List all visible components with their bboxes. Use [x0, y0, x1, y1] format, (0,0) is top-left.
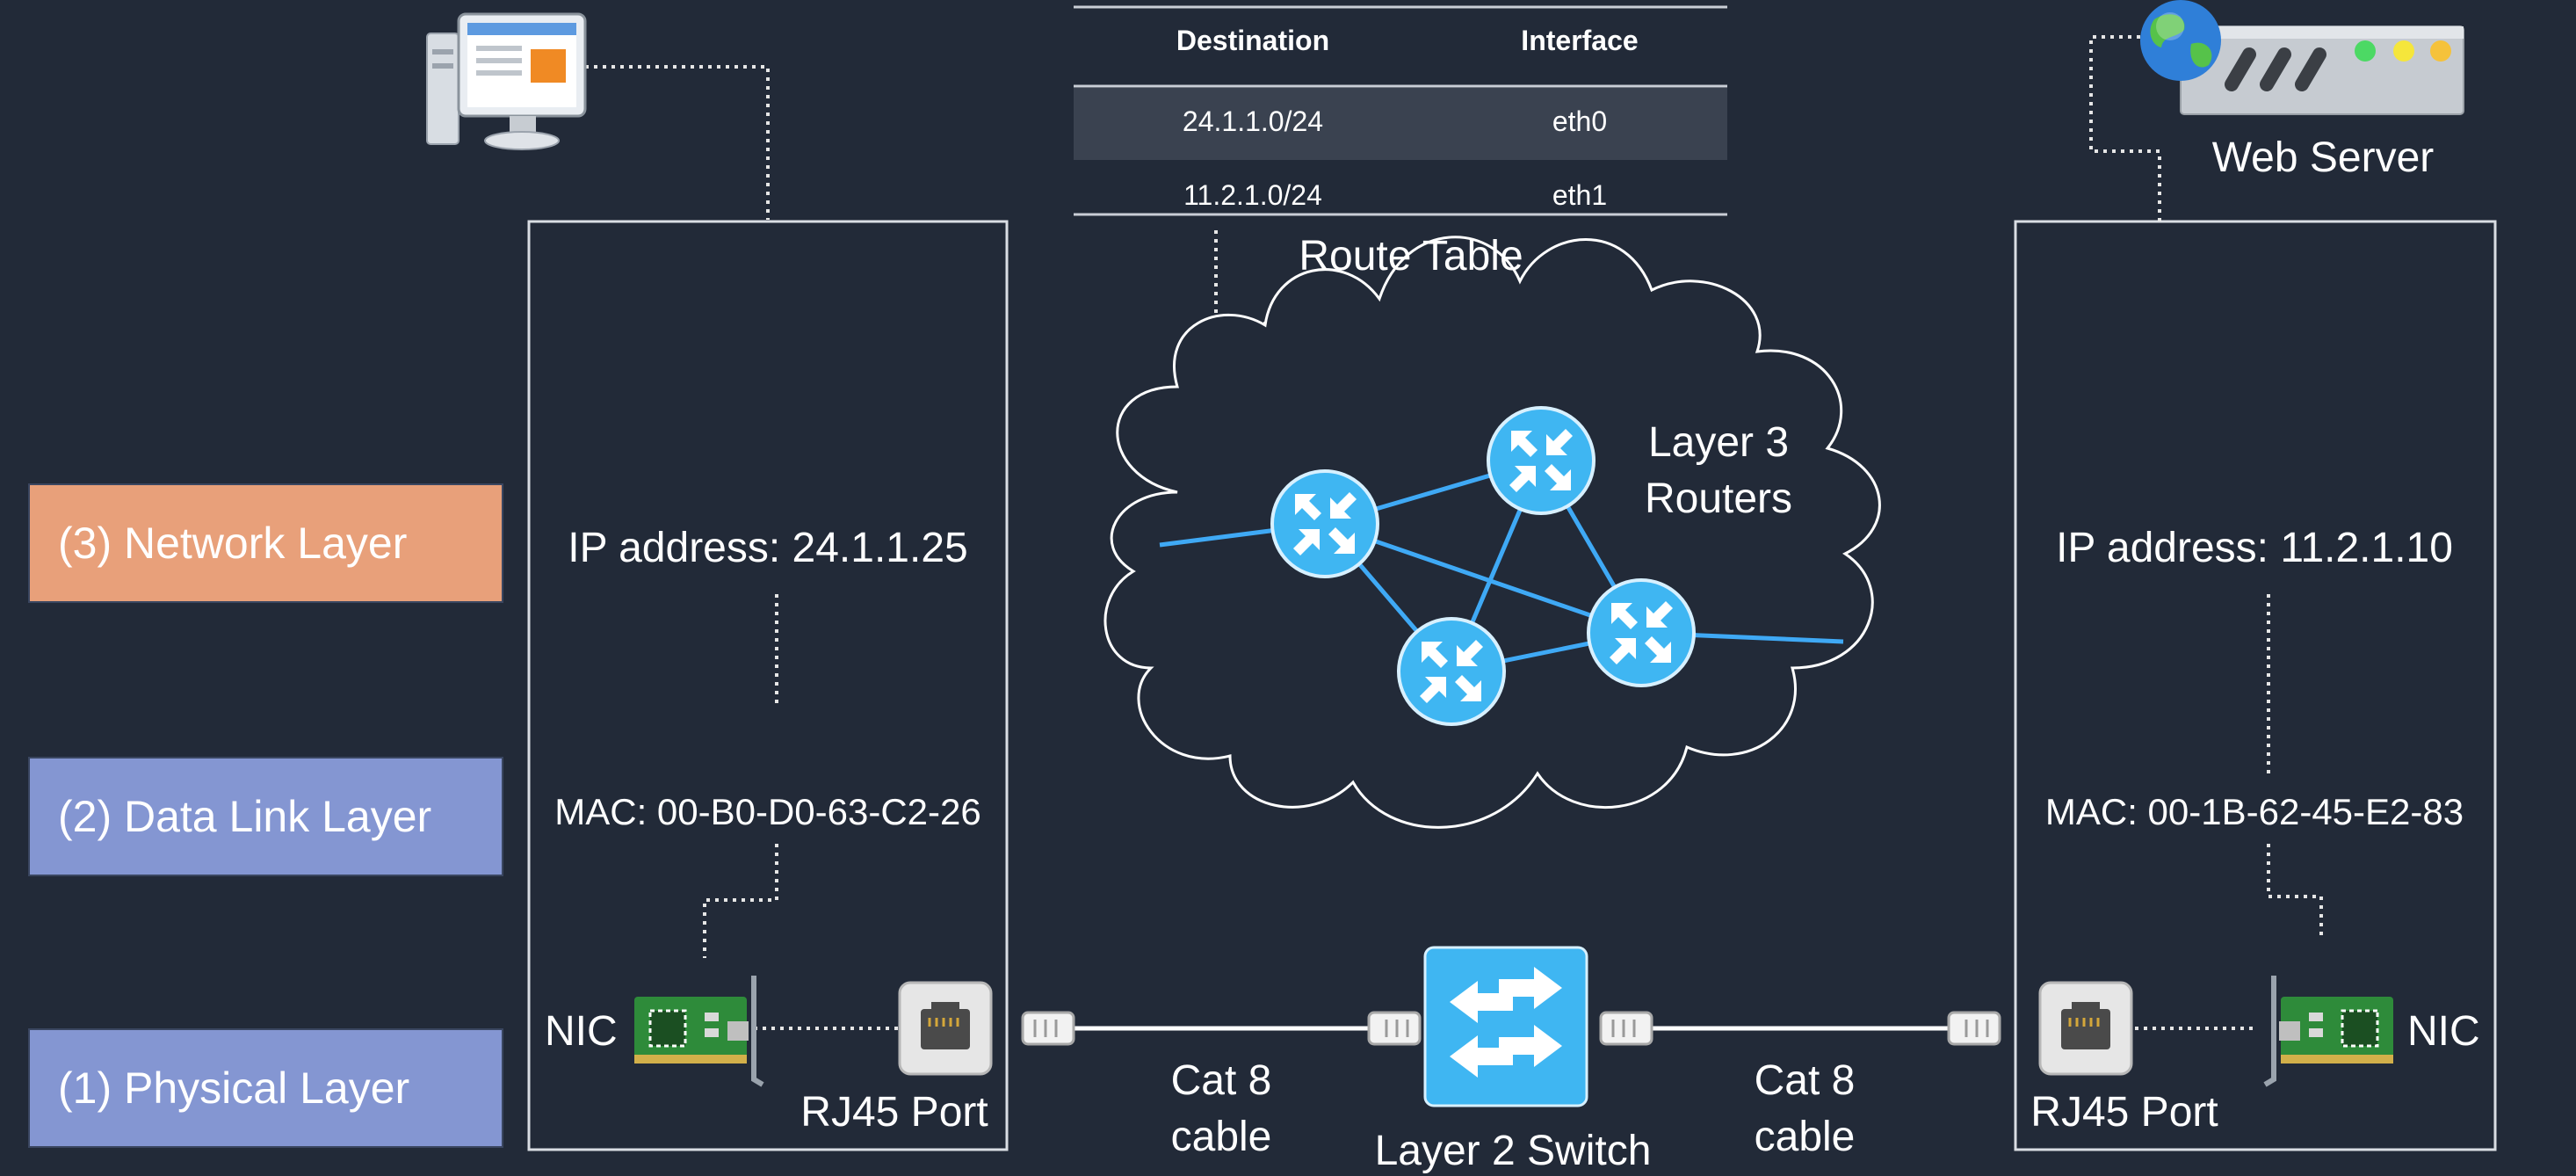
- router-icon: [1270, 469, 1379, 578]
- server-connector-line: [2089, 35, 2167, 221]
- left-host-frame: [527, 220, 1009, 1151]
- router-icon: [1587, 578, 1696, 687]
- router-icon: [1397, 617, 1506, 726]
- left-rj45-label: RJ45 Port: [800, 1089, 988, 1136]
- pc-connector-line: [585, 65, 770, 220]
- route-table-row-highlight: [1074, 88, 1727, 160]
- cable-right-label-line1: Cat 8: [1754, 1057, 1856, 1104]
- route-table-header-interface: Interface: [1521, 25, 1639, 56]
- data-link-layer-box: (2) Data Link Layer: [28, 757, 503, 876]
- data-link-layer-label: (2) Data Link Layer: [58, 792, 432, 841]
- cable-connector-icon: [1021, 1011, 1075, 1046]
- route-table-caption: Route Table: [1299, 233, 1523, 279]
- globe-icon: [2140, 0, 2221, 81]
- cable-connector-icon: [1947, 1011, 2001, 1046]
- cable-right-label-line2: cable: [1754, 1114, 1856, 1160]
- nic-card-icon: [2265, 976, 2393, 1085]
- web-server-title: Web Server: [2211, 134, 2435, 181]
- left-nic-label: NIC: [545, 1008, 618, 1055]
- cable-left: [1021, 1011, 1422, 1046]
- right-mac-nic-connector: [2267, 844, 2323, 937]
- left-mac-nic-connector: [703, 844, 778, 958]
- route-table-cell: eth1: [1552, 179, 1608, 211]
- rj45-port-icon: [2038, 981, 2133, 1076]
- cloud-icon: [1103, 236, 1881, 829]
- switch-label: Layer 2 Switch: [1374, 1128, 1652, 1174]
- nic-card-icon: [634, 976, 763, 1085]
- cable-left-label-line1: Cat 8: [1170, 1057, 1272, 1104]
- left-ip-address: IP address: 24.1.1.25: [568, 525, 968, 571]
- cable-right: [1599, 1011, 2001, 1046]
- right-rj45-label: RJ45 Port: [2030, 1089, 2218, 1136]
- route-table-header-destination: Destination: [1176, 25, 1330, 56]
- route-table-cell: 24.1.1.0/24: [1182, 105, 1324, 137]
- route-table-cell: eth0: [1552, 105, 1608, 137]
- cable-connector-icon: [1599, 1011, 1653, 1046]
- route-table-cell: 11.2.1.0/24: [1183, 179, 1322, 211]
- right-nic-label: NIC: [2407, 1008, 2480, 1055]
- network-layer-label: (3) Network Layer: [58, 519, 408, 568]
- cable-connector-icon: [1367, 1011, 1422, 1046]
- physical-layer-label: (1) Physical Layer: [58, 1063, 410, 1113]
- router-icon: [1487, 406, 1596, 515]
- desktop-computer-icon: [426, 12, 587, 150]
- cloud-label-line2: Routers: [1644, 475, 1793, 522]
- web-server-icon: [2180, 25, 2464, 115]
- network-layer-box: (3) Network Layer: [28, 483, 503, 603]
- route-table: [1074, 5, 1727, 216]
- physical-layer-box: (1) Physical Layer: [28, 1028, 503, 1148]
- right-mac-address: MAC: 00-1B-62-45-E2-83: [2044, 791, 2464, 832]
- cable-left-label-line2: cable: [1170, 1114, 1272, 1160]
- left-mac-address: MAC: 00-B0-D0-63-C2-26: [554, 791, 981, 832]
- rj45-port-icon: [898, 981, 993, 1076]
- right-ip-address: IP address: 11.2.1.10: [2056, 525, 2453, 571]
- cloud-label-line1: Layer 3: [1647, 419, 1790, 466]
- switch-icon: [1423, 946, 1588, 1107]
- right-host-frame: [2014, 220, 2497, 1151]
